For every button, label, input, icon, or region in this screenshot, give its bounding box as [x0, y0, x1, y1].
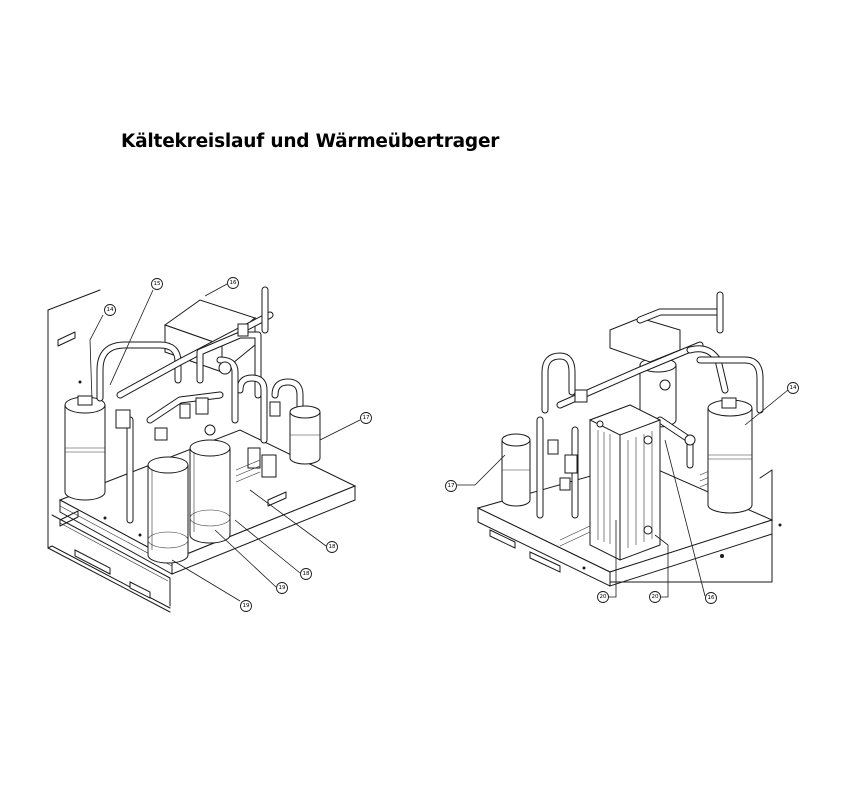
right-callout-17: 17 [445, 454, 506, 492]
page-title: Kältekreislauf und Wärmeübertrager [121, 131, 500, 152]
right-view: 14 17 20 20 16 [445, 291, 799, 604]
svg-text:17: 17 [448, 483, 455, 489]
svg-text:20: 20 [600, 594, 607, 600]
left-details [78, 380, 287, 537]
right-callout-16: 16 [664, 439, 717, 604]
svg-text:16: 16 [230, 280, 237, 286]
left-compressor-17 [289, 405, 321, 465]
left-callout-14: 14 [89, 304, 116, 401]
svg-text:16: 16 [708, 595, 715, 601]
right-plate-heat-exchanger [588, 404, 662, 561]
svg-text:14: 14 [790, 385, 797, 391]
svg-text:19: 19 [243, 603, 250, 609]
svg-text:18: 18 [303, 571, 310, 577]
left-receiver-tank [64, 395, 106, 501]
left-callout-18b: 18 [234, 519, 312, 580]
svg-text:20: 20 [652, 594, 659, 600]
left-callout-17: 17 [319, 412, 372, 441]
right-receiver-tank [707, 397, 753, 514]
right-callout-20b: 20 [649, 534, 669, 603]
left-compressor-19b [189, 439, 231, 544]
left-valves [115, 323, 281, 478]
right-compressor-17 [501, 433, 531, 507]
svg-text:18: 18 [329, 544, 336, 550]
svg-text:14: 14 [107, 307, 114, 313]
right-callout-14: 14 [744, 382, 799, 426]
svg-text:15: 15 [154, 281, 161, 287]
left-compressor-19a [147, 456, 189, 564]
left-view: 14 15 16 17 18 18 19 [47, 277, 372, 613]
right-callout-20a: 20 [597, 520, 617, 603]
left-callout-19a: 19 [214, 529, 288, 594]
left-callout-15: 15 [109, 278, 163, 386]
left-callout-18a: 18 [249, 489, 338, 553]
svg-text:17: 17 [363, 415, 370, 421]
left-callout-16: 16 [204, 277, 239, 297]
svg-text:19: 19 [279, 585, 286, 591]
left-callout-19b: 19 [171, 559, 252, 612]
right-valves [547, 379, 696, 491]
